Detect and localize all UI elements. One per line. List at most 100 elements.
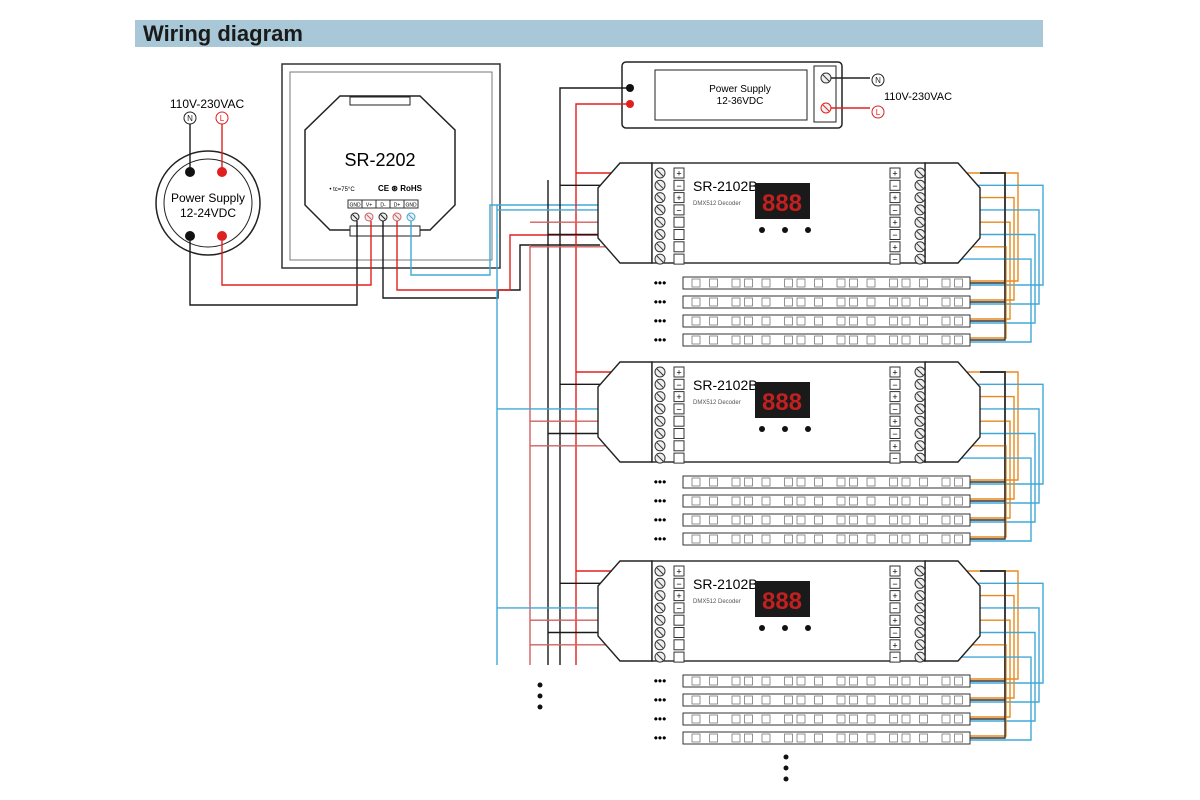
decoder-left-bracket [597, 162, 653, 264]
led-chip [954, 676, 963, 686]
screw-slot [916, 194, 924, 201]
led-chip [954, 714, 963, 724]
led-chip [941, 335, 951, 345]
setting-button [805, 426, 811, 432]
led-chip [761, 477, 771, 487]
led-display [755, 382, 810, 418]
label-box [673, 428, 685, 439]
label-box [673, 378, 685, 390]
label-box [889, 391, 901, 403]
led-chip [731, 335, 741, 345]
neutral-label: N [875, 76, 881, 85]
gnd-signal-wire [410, 204, 615, 276]
screw-slot [352, 214, 358, 220]
panel-model: SR-2202 [344, 150, 415, 170]
led-chip [919, 515, 928, 525]
led-chip [919, 477, 928, 487]
polarity-label: − [892, 205, 897, 215]
led-chip [744, 515, 753, 525]
led-chip [731, 676, 741, 686]
polarity-label: + [892, 392, 897, 402]
polarity-label: − [676, 404, 681, 414]
led-chip [901, 676, 911, 686]
polarity-label: − [892, 579, 897, 589]
polarity-label: − [676, 579, 681, 589]
led-chip [731, 316, 741, 326]
led-chip [796, 477, 806, 487]
led-chip [814, 278, 823, 288]
strip-positive-wire [925, 570, 1019, 680]
led-strip [682, 693, 971, 707]
polarity-label: + [892, 616, 897, 626]
led-display [755, 581, 810, 617]
led-chip [814, 534, 823, 544]
section-header: Wiring diagram [135, 20, 1043, 47]
label-box [673, 565, 685, 577]
led-chip [901, 335, 911, 345]
decoder-right-bracket [924, 361, 981, 463]
label-box [673, 614, 685, 626]
led-chip [954, 477, 963, 487]
label-box [889, 639, 901, 651]
led-chip [889, 278, 898, 288]
led-chip [954, 278, 963, 288]
led-chip [941, 316, 951, 326]
polarity-label: − [892, 404, 897, 414]
led-chip [901, 278, 911, 288]
psu-terminal [185, 167, 195, 177]
led-chip [814, 695, 823, 705]
polarity-label: + [892, 567, 897, 577]
led-chip [761, 733, 771, 743]
led-chip [744, 335, 753, 345]
led-chip [814, 335, 823, 345]
led-chip [889, 496, 898, 506]
led-chip [954, 534, 963, 544]
screw-slot [656, 206, 664, 214]
led-chip [796, 714, 806, 724]
label-box [673, 590, 685, 602]
led-chip [784, 695, 793, 705]
led-chip [849, 278, 858, 288]
led-chip [849, 733, 858, 743]
led-chip [866, 316, 876, 326]
continuation-dot [537, 693, 543, 699]
led-chip [784, 714, 793, 724]
led-chip [901, 496, 911, 506]
strip-common-wire [970, 570, 1006, 739]
strip-continuation-dots: ••• [654, 494, 667, 508]
led-chip [761, 695, 771, 705]
screw-slot [916, 206, 924, 214]
led-chip [849, 534, 858, 544]
label-box [673, 391, 685, 403]
led-chip [709, 676, 718, 686]
led-chip [814, 496, 823, 506]
screw-slot [408, 214, 414, 220]
led-chip [784, 496, 793, 506]
led-chip [691, 534, 701, 544]
label-box [889, 167, 901, 179]
led-chip [889, 477, 898, 487]
label-box [673, 192, 685, 204]
screw-slot [916, 255, 924, 263]
led-chip [744, 477, 753, 487]
screw-slot [916, 442, 924, 450]
led-chip [919, 714, 928, 724]
strip-negative-wire [925, 656, 1032, 741]
label-box [889, 366, 901, 378]
led-chip [836, 733, 846, 743]
polarity-label: − [892, 255, 897, 265]
led-chip [796, 733, 806, 743]
strip-positive-wire [925, 172, 1019, 282]
decoder-right-bracket [924, 560, 981, 662]
screw-slot [916, 393, 924, 400]
psu-terminal [185, 231, 195, 241]
led-chip [919, 278, 928, 288]
led-chip [784, 733, 793, 743]
strip-continuation-dots: ••• [654, 712, 667, 726]
led-strip [682, 532, 971, 546]
screw-slot [656, 417, 664, 425]
label-box [889, 403, 901, 415]
round-power-supply: 110V-230VAC Power Supply 12-24VDC [155, 97, 261, 256]
led-chip [954, 733, 963, 743]
